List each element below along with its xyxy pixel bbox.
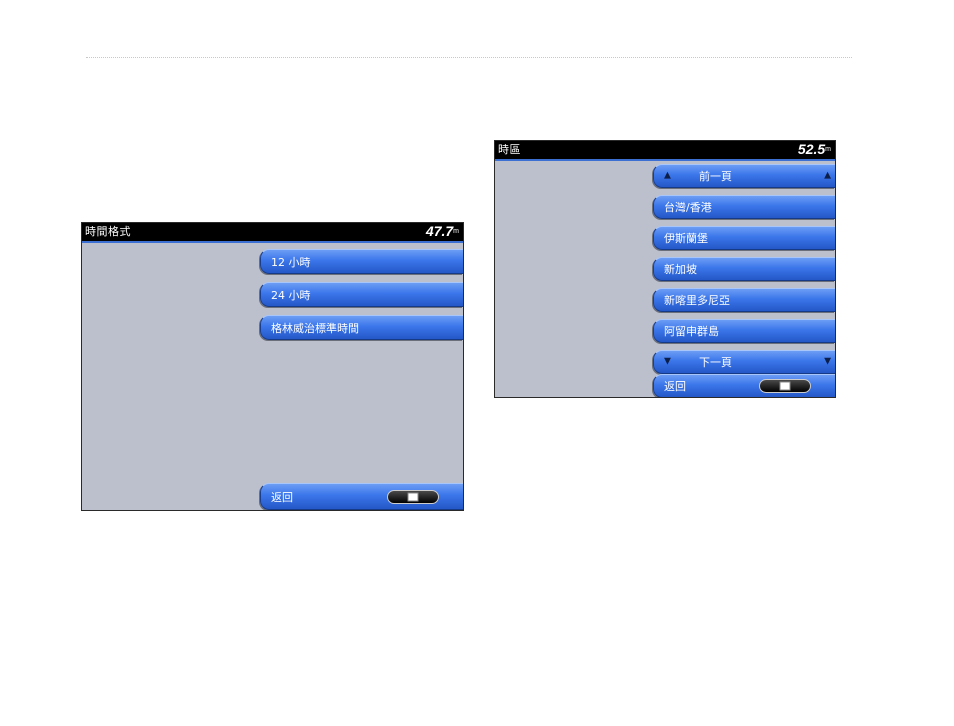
back-button[interactable]: 返回: [260, 483, 463, 510]
time-zone-screen: 時區 52.5m ▲ 前一頁 ▲ 台灣/香港 伊斯蘭堡 新加坡 新喀里多尼亞 阿…: [494, 140, 836, 398]
title-bar: 時區 52.5m: [495, 141, 835, 161]
triangle-down-icon: ▼: [664, 358, 671, 367]
back-label: 返回: [271, 489, 293, 505]
option-utc-button[interactable]: 格林威治標準時間: [260, 315, 463, 340]
screen-title: 時間格式: [85, 225, 131, 238]
option-label: 新加坡: [664, 261, 697, 277]
page-up-button[interactable]: ▲ 前一頁 ▲: [653, 164, 835, 188]
page-down-button[interactable]: ▼ 下一頁 ▼: [653, 350, 835, 374]
timezone-islamabad-button[interactable]: 伊斯蘭堡: [653, 226, 835, 250]
triangle-up-icon: ▲: [664, 172, 671, 181]
speed-unit: m: [453, 228, 459, 235]
option-label: 24 小時: [271, 287, 311, 303]
option-label: 伊斯蘭堡: [664, 230, 708, 246]
back-icon: [387, 490, 439, 504]
option-label: 格林威治標準時間: [271, 320, 359, 336]
timezone-aleutian-button[interactable]: 阿留申群島: [653, 319, 835, 343]
option-label: 台灣/香港: [664, 199, 712, 215]
title-bar: 時間格式 47.7m: [82, 223, 463, 243]
option-12-hour-button[interactable]: 12 小時: [260, 249, 463, 274]
back-label: 返回: [664, 378, 686, 394]
speed-readout: 52.5m: [798, 141, 831, 158]
option-label: 阿留申群島: [664, 323, 719, 339]
triangle-up-icon: ▲: [824, 172, 831, 181]
page-divider: [86, 57, 852, 58]
option-label: 新喀里多尼亞: [664, 292, 730, 308]
page-down-label: 下一頁: [699, 354, 732, 370]
page-up-label: 前一頁: [699, 168, 732, 184]
screen-title: 時區: [498, 143, 521, 156]
back-icon: [759, 379, 811, 393]
timezone-taiwan-hongkong-button[interactable]: 台灣/香港: [653, 195, 835, 219]
speed-unit: m: [825, 146, 831, 153]
triangle-down-icon: ▼: [824, 358, 831, 367]
option-24-hour-button[interactable]: 24 小時: [260, 282, 463, 307]
back-button[interactable]: 返回: [653, 374, 835, 398]
time-format-screen: 時間格式 47.7m 12 小時 24 小時 格林威治標準時間 返回: [81, 222, 464, 511]
option-label: 12 小時: [271, 254, 311, 270]
timezone-singapore-button[interactable]: 新加坡: [653, 257, 835, 281]
timezone-new-caledonia-button[interactable]: 新喀里多尼亞: [653, 288, 835, 312]
speed-readout: 47.7m: [426, 223, 459, 240]
